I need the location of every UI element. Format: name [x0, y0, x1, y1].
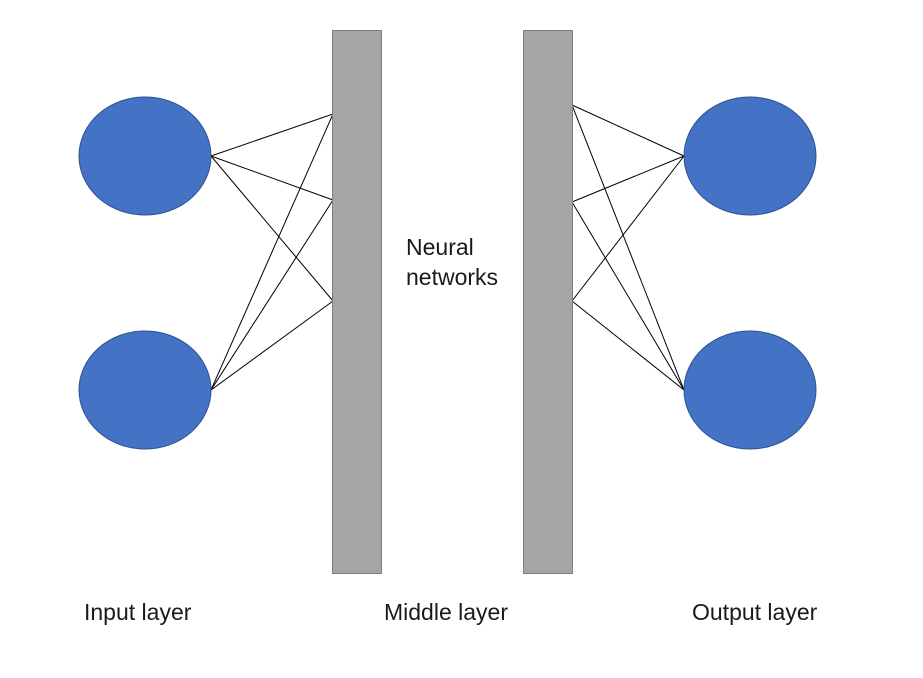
output-node: [683, 330, 817, 450]
output-layer-label: Output layer: [692, 599, 818, 625]
middle-layer-label: Middle layer: [384, 599, 508, 625]
output-node: [683, 96, 817, 216]
connection-line: [210, 155, 334, 201]
middle-layer-bar-left: [332, 30, 382, 574]
input-node: [78, 96, 212, 216]
connection-line: [210, 199, 334, 391]
connection-line: [210, 300, 334, 391]
connection-line: [571, 104, 685, 391]
connection-line: [571, 300, 685, 391]
center-label-line2: networks: [406, 264, 499, 290]
input-node: [78, 330, 212, 450]
connection-line: [571, 155, 685, 302]
center-label-line1: Neural: [406, 234, 474, 260]
input-connections: [210, 113, 334, 391]
output-connections: [571, 104, 685, 391]
middle-layer-bar-right: [523, 30, 573, 574]
input-layer-label: Input layer: [84, 599, 192, 625]
connection-line: [210, 155, 334, 302]
connection-line: [210, 113, 334, 157]
connection-line: [210, 113, 334, 391]
connection-line: [571, 201, 685, 391]
connection-line: [571, 155, 685, 203]
connection-line: [571, 104, 685, 157]
